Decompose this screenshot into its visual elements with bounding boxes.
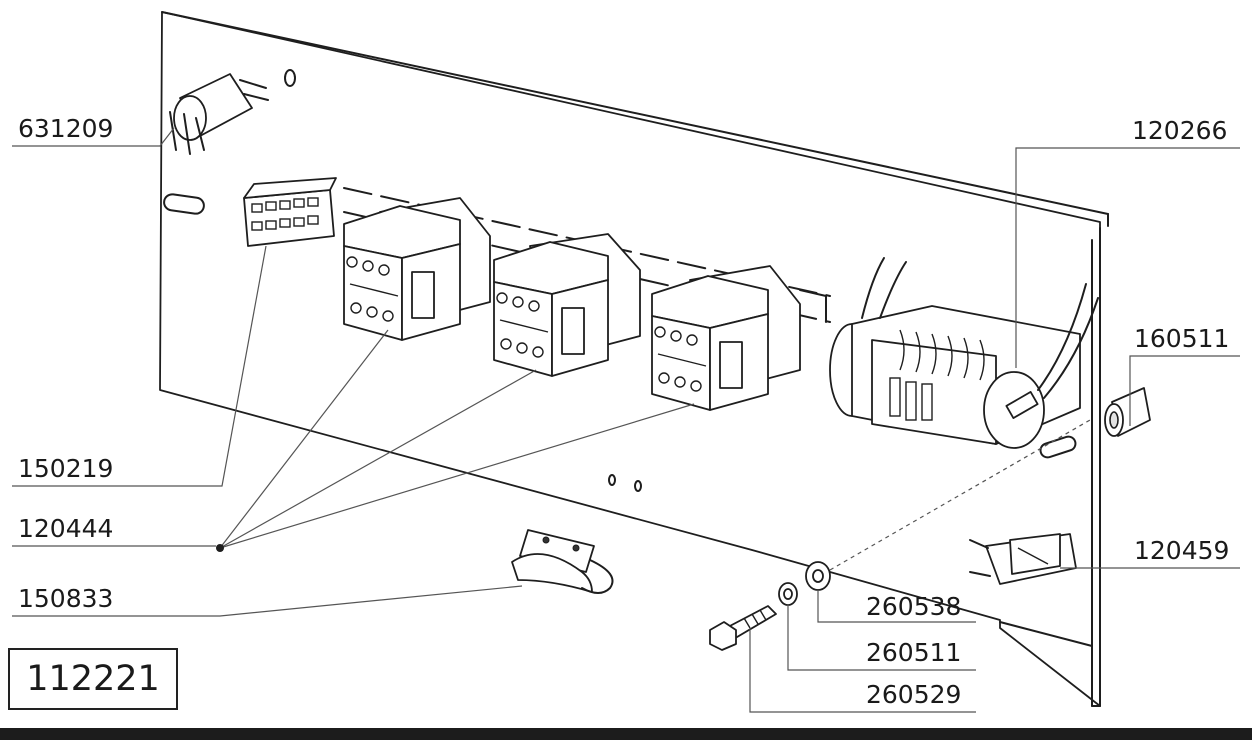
bolt-260529	[709, 605, 777, 651]
label-120266: 120266	[1132, 116, 1228, 145]
mounting-panel	[159, 11, 1109, 707]
earth-clamp-part	[511, 529, 614, 594]
assembly-axis-line	[829, 419, 1091, 571]
terminal-block-part	[243, 177, 337, 247]
washer-260511	[778, 582, 798, 606]
cable-grommet-part	[169, 73, 269, 155]
contactor-1	[343, 197, 491, 341]
rocker-switch-part	[969, 533, 1077, 585]
contactor-2	[493, 233, 641, 377]
label-150219: 150219	[18, 454, 114, 483]
contactor-3	[651, 265, 801, 411]
label-150833: 150833	[18, 584, 114, 613]
washer-260538	[805, 561, 831, 591]
label-160511: 160511	[1134, 324, 1230, 353]
timer-programmer-part	[829, 257, 1099, 449]
label-260538: 260538	[866, 592, 962, 621]
spacer-sleeve-part	[1104, 387, 1151, 437]
label-120444: 120444	[18, 514, 114, 543]
leader-lines	[12, 127, 1240, 713]
label-631209: 631209	[18, 114, 114, 143]
label-260511: 260511	[866, 638, 962, 667]
label-260529: 260529	[866, 680, 962, 709]
assembly-reference-number: 112221	[26, 659, 160, 699]
label-120459: 120459	[1134, 536, 1230, 565]
bottom-border-bar	[0, 728, 1252, 740]
assembly-reference-box: 112221	[8, 648, 178, 710]
leader-junction-dot	[216, 544, 224, 552]
